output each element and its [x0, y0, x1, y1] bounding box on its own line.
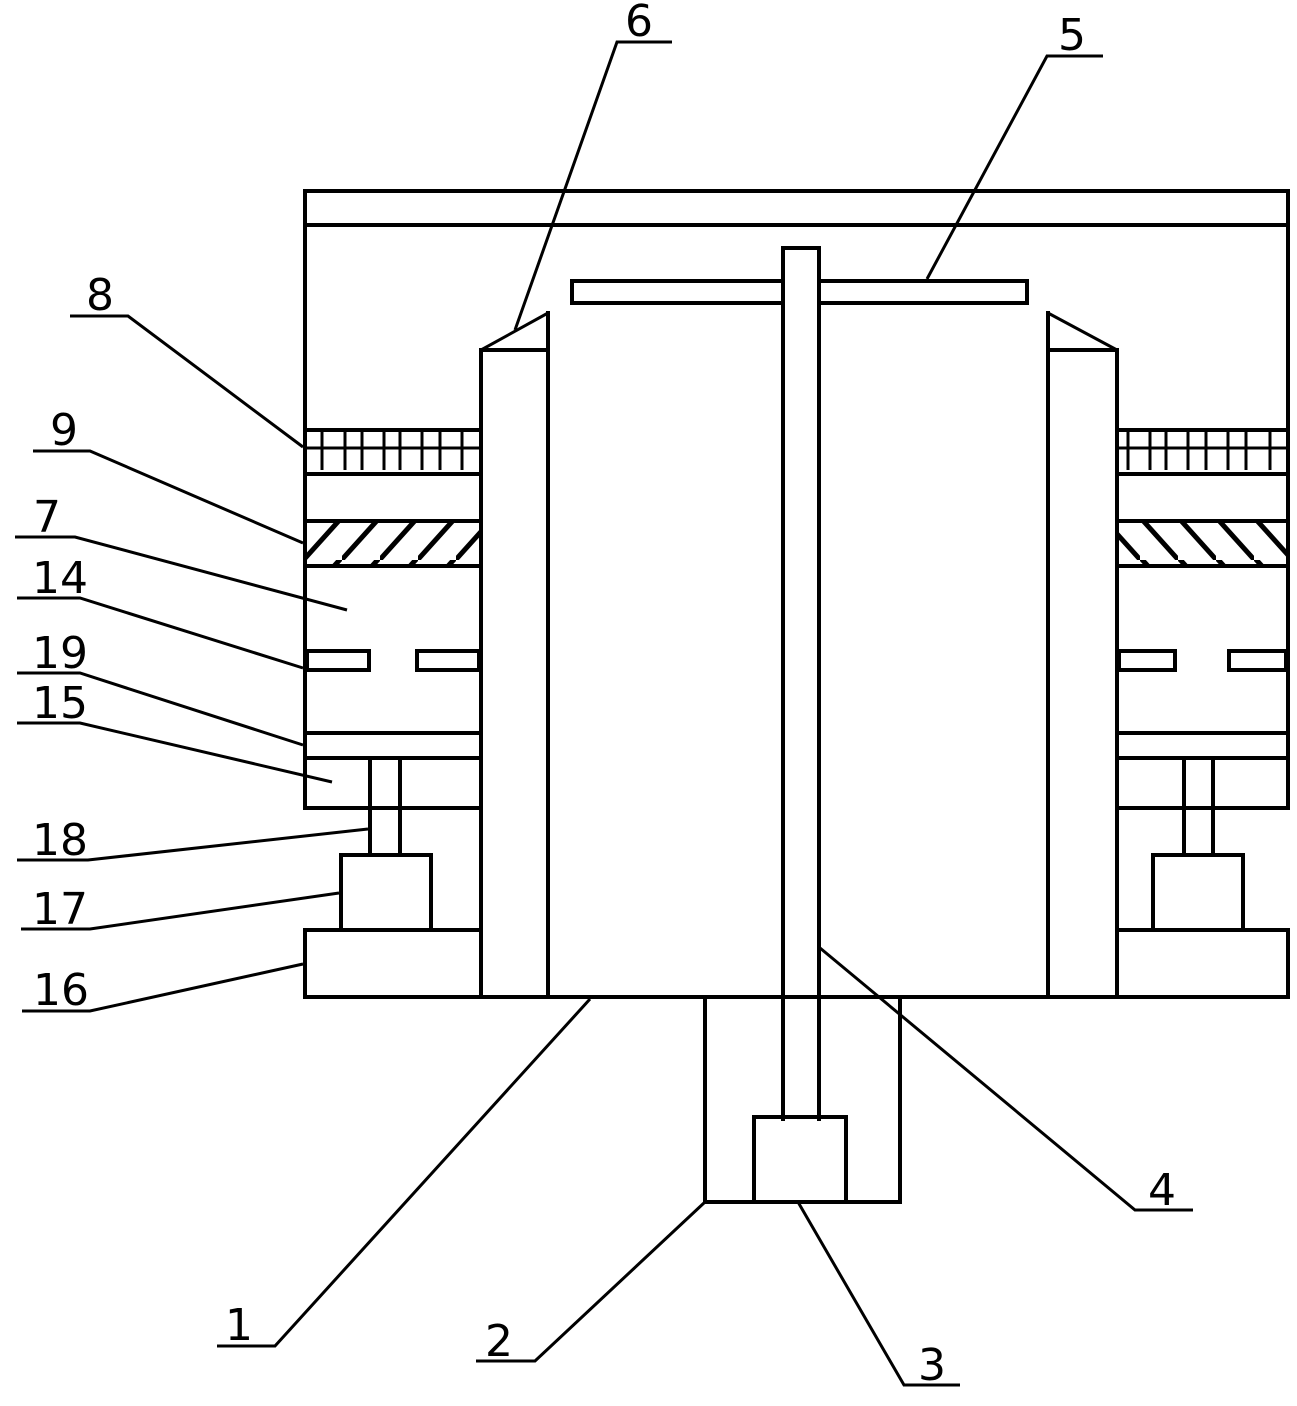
- rotating-shaft: [781, 246, 821, 1121]
- label-16: 16: [33, 965, 89, 1016]
- part-labels: 6 5 8 9 7 14 19 15 18 17 16 1 2 3 4: [32, 0, 1176, 1391]
- label-2: 2: [485, 1316, 513, 1367]
- leader-3: [796, 1201, 960, 1387]
- label-18: 18: [32, 815, 88, 866]
- label-15: 15: [32, 678, 88, 729]
- right-chamber: [1115, 428, 1290, 999]
- mesh-filter-left: [303, 428, 483, 476]
- leader-8: [70, 314, 304, 449]
- label-14: 14: [32, 553, 88, 604]
- leader-2: [476, 1200, 707, 1363]
- inner-wall-right: [1046, 311, 1119, 999]
- stirring-blade: [570, 277, 1029, 307]
- label-6: 6: [625, 0, 653, 47]
- mesh-filter-right: [1115, 428, 1290, 476]
- leader-15: [17, 721, 333, 784]
- label-1: 1: [225, 1300, 253, 1351]
- leader-5: [925, 54, 1103, 280]
- label-17: 17: [32, 884, 88, 935]
- label-8: 8: [86, 270, 114, 321]
- label-9: 9: [50, 405, 78, 456]
- leader-4: [819, 946, 1193, 1212]
- chamfer-right: [1047, 311, 1118, 352]
- leader-19: [17, 671, 304, 747]
- leader-7: [15, 535, 348, 612]
- housing-outer: [303, 189, 1290, 810]
- leader-18: [17, 827, 369, 862]
- leader-9: [33, 449, 304, 545]
- label-7: 7: [33, 492, 61, 543]
- leader-14: [17, 596, 304, 670]
- chamfer-left: [480, 311, 549, 352]
- motor-housing: [703, 995, 902, 1204]
- leader-1: [217, 997, 592, 1348]
- label-4: 4: [1148, 1165, 1176, 1216]
- leader-17: [21, 891, 340, 931]
- leader-16: [22, 962, 304, 1013]
- motor: [752, 1115, 848, 1204]
- leader-6: [513, 40, 672, 331]
- inner-wall-left: [479, 311, 550, 999]
- label-5: 5: [1058, 10, 1086, 61]
- label-19: 19: [32, 628, 88, 679]
- left-chamber: [303, 428, 483, 999]
- label-3: 3: [918, 1340, 946, 1391]
- leader-lines: [15, 40, 1193, 1387]
